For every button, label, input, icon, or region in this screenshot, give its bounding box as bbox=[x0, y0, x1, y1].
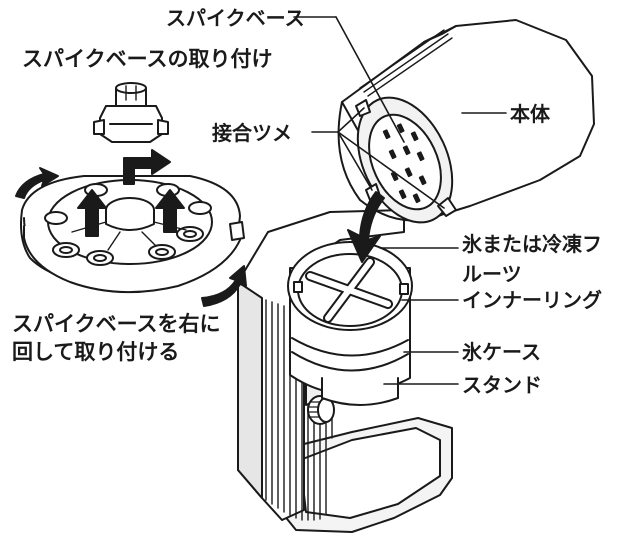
leader-lines bbox=[293, 16, 507, 385]
label-ice-case: 氷ケース bbox=[462, 340, 541, 364]
insert-arrow bbox=[347, 191, 385, 263]
instruction-line2: 回して取り付ける bbox=[12, 340, 180, 364]
instruction-line1: スパイクベースを右に bbox=[12, 312, 221, 336]
spike-base-part bbox=[93, 82, 169, 143]
label-spike-base: スパイクベース bbox=[166, 6, 305, 30]
mount-plate bbox=[20, 175, 245, 294]
main-body bbox=[337, 19, 595, 224]
label-inner-ring: インナーリング bbox=[462, 288, 602, 312]
section-title: スパイクベースの取り付け bbox=[22, 47, 273, 71]
label-body: 本体 bbox=[510, 102, 550, 126]
label-ice-fruit-line2: ルーツ bbox=[462, 262, 522, 286]
ice-case bbox=[287, 241, 413, 406]
label-claw: 接合ツメ bbox=[212, 121, 292, 145]
assembly-arrows bbox=[15, 149, 247, 307]
label-ice-fruit-line1: 氷または冷凍フ bbox=[462, 232, 602, 256]
label-stand: スタンド bbox=[462, 373, 542, 397]
